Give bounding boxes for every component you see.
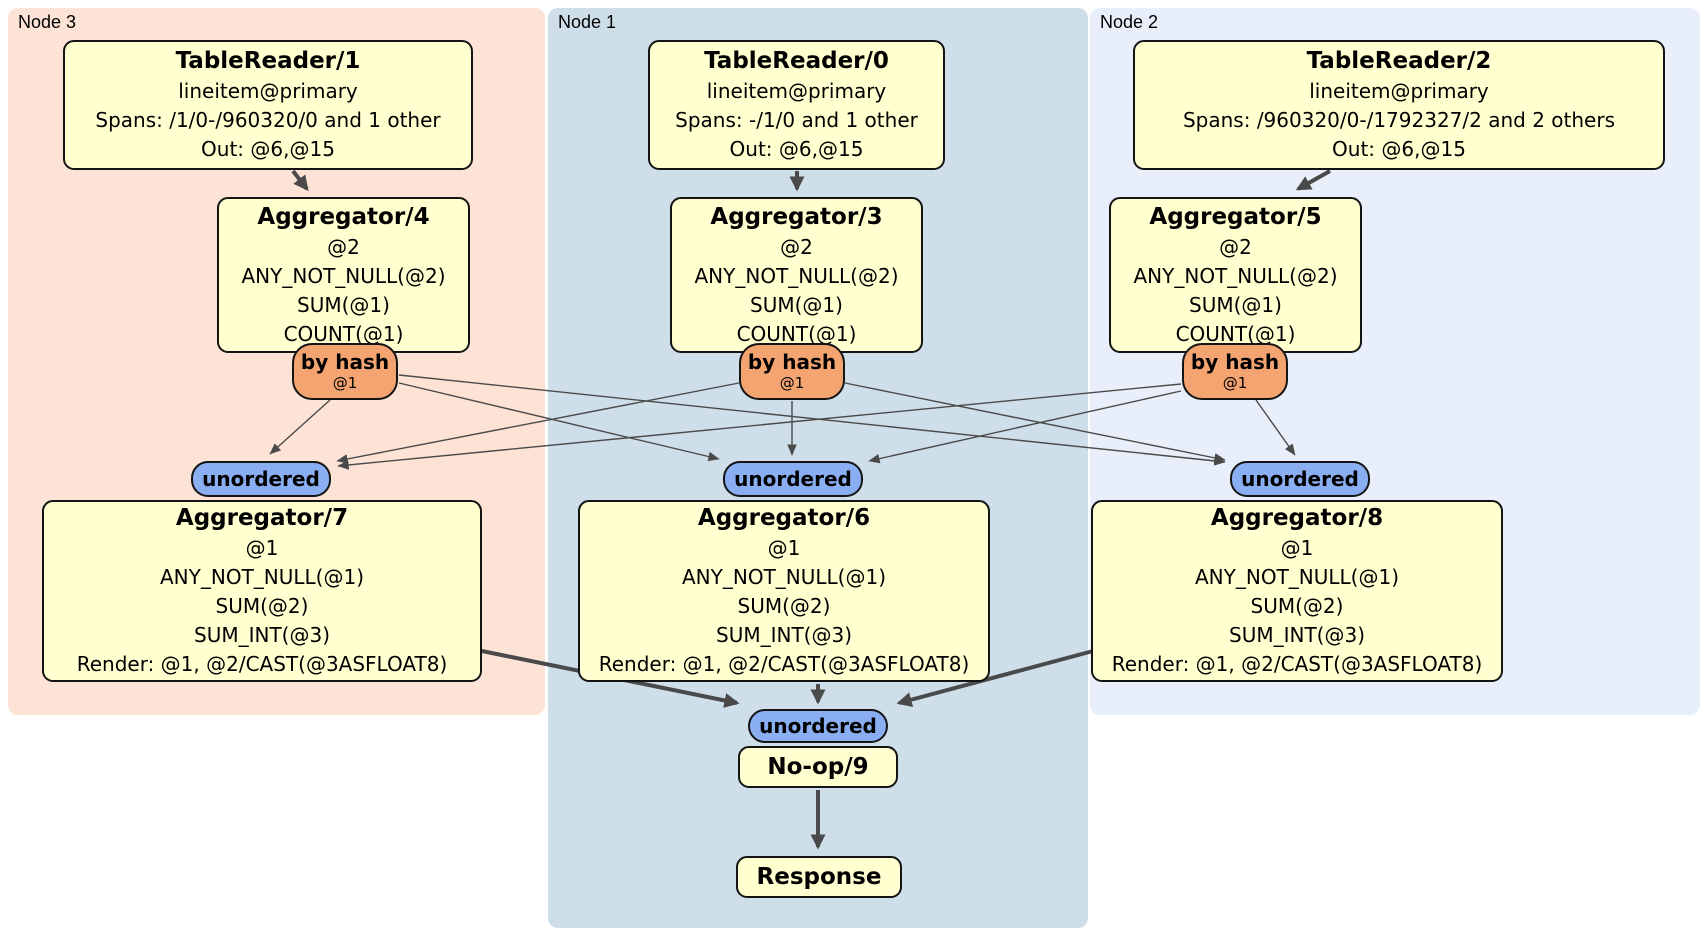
node-aggregator-3: Aggregator/3 @2 ANY_NOT_NULL(@2) SUM(@1)…	[670, 197, 923, 353]
box-line: Render: @1, @2/CAST(@3ASFLOAT8)	[1111, 652, 1483, 676]
box-line: @1	[1280, 536, 1314, 560]
box-title: Aggregator/4	[257, 203, 430, 230]
box-title: Aggregator/3	[710, 203, 883, 230]
box-line: SUM_INT(@3)	[194, 623, 330, 647]
router-label: by hash	[747, 350, 837, 374]
box-title: TableReader/1	[175, 48, 361, 74]
box-line: Render: @1, @2/CAST(@3ASFLOAT8)	[76, 652, 448, 676]
box-line: ANY_NOT_NULL(@1)	[1195, 565, 1399, 589]
box-title: No-op/9	[767, 753, 869, 780]
region-label-node3: Node 3	[18, 12, 77, 32]
node-tablereader-1: TableReader/1 lineitem@primary Spans: /1…	[63, 40, 473, 170]
box-line: @1	[767, 536, 801, 560]
box-line: Spans: -/1/0 and 1 other	[675, 108, 918, 132]
box-line: ANY_NOT_NULL(@1)	[682, 565, 886, 589]
region-label-node2: Node 2	[1100, 12, 1159, 32]
box-line: SUM(@2)	[1250, 594, 1344, 618]
box-title: Aggregator/8	[1210, 505, 1384, 531]
box-line: @2	[1219, 234, 1252, 259]
box-title: Response	[756, 863, 882, 890]
box-line: SUM(@1)	[750, 292, 843, 317]
sync-label: unordered	[734, 467, 852, 491]
box-line: @2	[780, 234, 813, 259]
box-line: Render: @1, @2/CAST(@3ASFLOAT8)	[598, 652, 970, 676]
router-detail: @1	[779, 374, 805, 392]
region-label-node1: Node 1	[558, 12, 617, 32]
node-aggregator-8: Aggregator/8 @1 ANY_NOT_NULL(@1) SUM(@2)…	[1091, 500, 1503, 682]
box-title: TableReader/0	[704, 48, 889, 74]
box-line: @1	[245, 536, 279, 560]
box-line: Spans: /1/0-/960320/0 and 1 other	[95, 108, 441, 132]
sync-label: unordered	[1241, 467, 1359, 491]
box-title: Aggregator/7	[175, 505, 349, 531]
box-line: Out: @6,@15	[201, 137, 335, 161]
node-aggregator-6: Aggregator/6 @1 ANY_NOT_NULL(@1) SUM(@2)…	[578, 500, 990, 682]
box-line: lineitem@primary	[178, 79, 358, 103]
box-title: Aggregator/6	[697, 505, 871, 531]
sync-unordered-node2: unordered	[1230, 461, 1370, 497]
box-line: lineitem@primary	[1309, 79, 1489, 103]
node-aggregator-7: Aggregator/7 @1 ANY_NOT_NULL(@1) SUM(@2)…	[42, 500, 482, 682]
box-line: SUM(@1)	[297, 292, 390, 317]
box-line: Out: @6,@15	[1332, 137, 1466, 161]
box-line: SUM_INT(@3)	[1229, 623, 1365, 647]
box-line: ANY_NOT_NULL(@2)	[1133, 263, 1338, 288]
node-tablereader-2: TableReader/2 lineitem@primary Spans: /9…	[1133, 40, 1665, 170]
sync-unordered-node1: unordered	[723, 461, 863, 497]
box-line: SUM(@2)	[737, 594, 831, 618]
box-line: @2	[327, 234, 360, 259]
box-line: ANY_NOT_NULL(@2)	[694, 263, 899, 288]
box-title: Aggregator/5	[1149, 203, 1322, 230]
box-line: lineitem@primary	[706, 79, 887, 103]
node-aggregator-4: Aggregator/4 @2 ANY_NOT_NULL(@2) SUM(@1)…	[217, 197, 470, 353]
sync-label: unordered	[759, 714, 877, 738]
node-tablereader-0: TableReader/0 lineitem@primary Spans: -/…	[648, 40, 945, 170]
box-line: COUNT(@1)	[283, 321, 404, 346]
sync-unordered-node3: unordered	[191, 461, 331, 497]
router-label: by hash	[300, 350, 390, 374]
box-line: SUM(@2)	[215, 594, 309, 618]
node-aggregator-5: Aggregator/5 @2 ANY_NOT_NULL(@2) SUM(@1)…	[1109, 197, 1362, 353]
box-line: SUM_INT(@3)	[716, 623, 852, 647]
box-line: ANY_NOT_NULL(@2)	[241, 263, 446, 288]
router-detail: @1	[1222, 374, 1248, 392]
router-detail: @1	[332, 374, 358, 392]
box-line: Spans: /960320/0-/1792327/2 and 2 others	[1182, 108, 1615, 132]
node-noop-9: No-op/9	[738, 746, 898, 788]
box-line: ANY_NOT_NULL(@1)	[160, 565, 364, 589]
sync-label: unordered	[202, 467, 320, 491]
router-by-hash-node2: by hash @1	[1182, 343, 1288, 400]
box-line: COUNT(@1)	[1175, 321, 1296, 346]
box-line: SUM(@1)	[1189, 292, 1282, 317]
router-by-hash-node1: by hash @1	[739, 343, 845, 400]
sync-unordered-final: unordered	[748, 709, 888, 743]
router-label: by hash	[1190, 350, 1280, 374]
box-line: Out: @6,@15	[729, 137, 864, 161]
box-title: TableReader/2	[1306, 48, 1492, 74]
box-line: COUNT(@1)	[736, 321, 857, 346]
node-response: Response	[736, 856, 902, 898]
router-by-hash-node3: by hash @1	[292, 343, 398, 400]
